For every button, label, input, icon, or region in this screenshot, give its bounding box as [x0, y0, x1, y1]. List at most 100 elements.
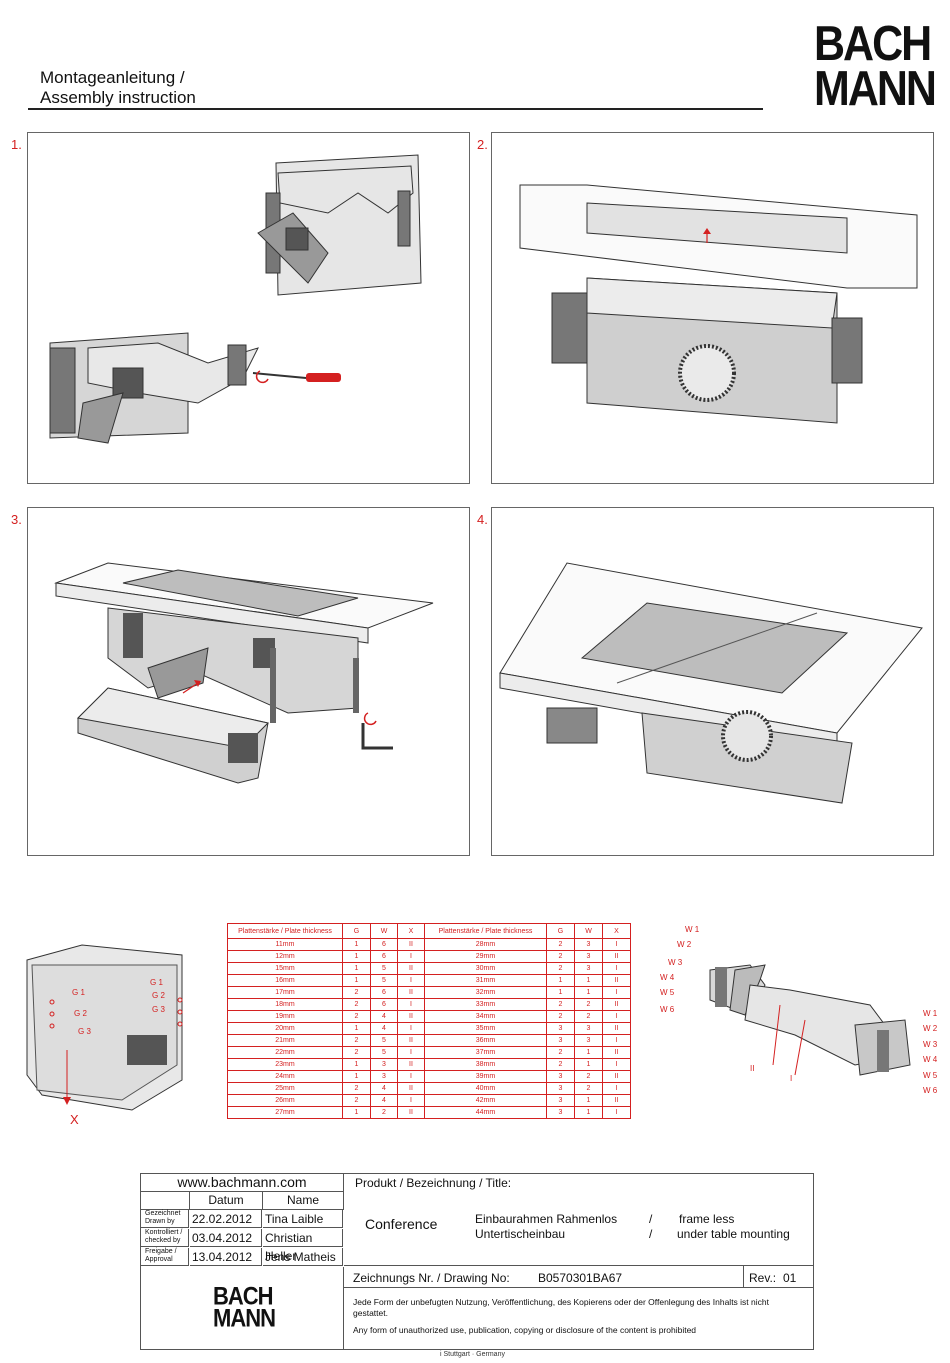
step-4-illustration	[499, 562, 923, 804]
slash-1: /	[649, 1212, 653, 1226]
desc-en-2: under table mounting	[677, 1227, 790, 1241]
cell: 28mm	[424, 938, 547, 951]
logo-line2: MANN	[213, 1303, 276, 1333]
cell: 2	[546, 950, 575, 963]
bracket-detail-right	[655, 925, 945, 1085]
cell: 6	[370, 998, 398, 1011]
cell: II	[397, 1082, 425, 1095]
slash-2: /	[649, 1227, 653, 1241]
cell: 39mm	[424, 1070, 547, 1083]
cell: I	[397, 998, 425, 1011]
col-name: Name	[263, 1192, 344, 1210]
cell: 35mm	[424, 1022, 547, 1035]
cell: 5	[370, 1034, 398, 1047]
cell: 27mm	[227, 1106, 343, 1119]
role-approval: Freigabe /Approval	[141, 1248, 189, 1266]
cell: 1	[342, 1058, 371, 1071]
cell: 3	[546, 1094, 575, 1107]
cell: 24mm	[227, 1070, 343, 1083]
bracket-detail-right-drawing	[709, 964, 911, 1076]
cell: 44mm	[424, 1106, 547, 1119]
cell: I	[602, 986, 631, 999]
cell: 2	[546, 962, 575, 975]
w3-right-label: W 3	[923, 1040, 938, 1049]
g3-label: G 3	[78, 1027, 91, 1036]
desc-en-1: frame less	[679, 1212, 735, 1226]
cell: 2	[546, 938, 575, 951]
step-1-illustration	[49, 154, 422, 444]
col-w-2: W	[574, 923, 603, 939]
cell: 3	[574, 962, 603, 975]
cell: 1	[342, 1106, 371, 1119]
cell: 3	[574, 938, 603, 951]
cell: 1	[574, 1058, 603, 1071]
cell: I	[602, 1082, 631, 1095]
cell: 6	[370, 938, 398, 951]
g1-label-right: G 1	[150, 978, 163, 987]
col-plate-thickness-2: Plattenstärke / Plate thickness	[424, 923, 547, 939]
cell: I	[602, 1034, 631, 1047]
cell: II	[397, 1034, 425, 1047]
cell: I	[602, 938, 631, 951]
w1-left-label: W 1	[685, 925, 700, 934]
cell: 4	[370, 1094, 398, 1107]
x-label: X	[70, 1112, 79, 1127]
cell: 3	[574, 1022, 603, 1035]
cell: 3	[574, 950, 603, 963]
cell: 18mm	[227, 998, 343, 1011]
cell: II	[602, 1046, 631, 1059]
cell: I	[397, 1022, 425, 1035]
cell: 17mm	[227, 986, 343, 999]
cell: 25mm	[227, 1082, 343, 1095]
cell: 6	[370, 986, 398, 999]
roman-ii-label: II	[750, 1064, 755, 1073]
cell: II	[602, 1094, 631, 1107]
col-g-1: G	[342, 923, 371, 939]
logo-line2: MANN	[814, 61, 937, 117]
roman-i-label: I	[790, 1074, 793, 1083]
cell: 1	[342, 938, 371, 951]
cell: 2	[342, 1034, 371, 1047]
product-label: Produkt / Bezeichnung / Title:	[355, 1176, 512, 1190]
col-w-1: W	[370, 923, 398, 939]
name-approval: Jens Matheis	[263, 1248, 343, 1266]
role-de: Gezeichnet	[145, 1210, 181, 1217]
cell: I	[397, 1094, 425, 1107]
cell: 3	[574, 1034, 603, 1047]
cell: 22mm	[227, 1046, 343, 1059]
w2-right-label: W 2	[923, 1024, 938, 1033]
website-url: www.bachmann.com	[141, 1174, 344, 1192]
step-2-illustration	[519, 184, 918, 424]
step-number-3: 3.	[11, 512, 22, 527]
cell: 1	[574, 1106, 603, 1119]
cell: 23mm	[227, 1058, 343, 1071]
cell: II	[602, 998, 631, 1011]
step-number-2: 2.	[477, 137, 488, 152]
bachmann-logo-small: BACH MANN	[213, 1281, 276, 1333]
cell: 11mm	[227, 938, 343, 951]
step-number-1: 1.	[11, 137, 22, 152]
cell: I	[602, 1106, 631, 1119]
cell: 4	[370, 1082, 398, 1095]
role-en: Approval	[145, 1256, 173, 1263]
logo-line1: BACH	[814, 16, 932, 72]
cell: 12mm	[227, 950, 343, 963]
role-de: Freigabe /	[145, 1248, 177, 1255]
cell: 6	[370, 950, 398, 963]
logo-line1: BACH	[213, 1281, 274, 1311]
cell: 3	[546, 1070, 575, 1083]
cell: 32mm	[424, 986, 547, 999]
rev-label: Rev.:	[749, 1271, 777, 1285]
name-drawn: Tina Laible	[263, 1210, 343, 1228]
cell: 1	[342, 974, 371, 987]
cell: II	[602, 1070, 631, 1083]
cell: 15mm	[227, 962, 343, 975]
